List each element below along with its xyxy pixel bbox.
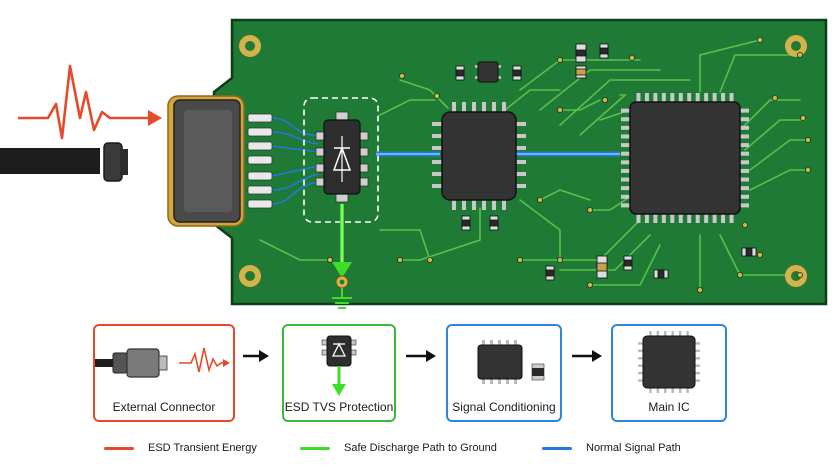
connector-icon xyxy=(95,347,230,378)
main-ic xyxy=(621,93,749,223)
stage-label: Signal Conditioning xyxy=(452,400,556,414)
legend-label: Safe Discharge Path to Ground xyxy=(344,442,497,454)
chip-icon xyxy=(477,340,545,384)
signal-traces-connector xyxy=(271,117,319,205)
stage-label: ESD TVS Protection xyxy=(284,400,394,414)
vias xyxy=(326,37,812,293)
board-connector xyxy=(167,95,273,227)
signal-conditioning-chip xyxy=(432,102,526,210)
legend-discharge-path: Safe Discharge Path to Ground xyxy=(300,441,497,455)
flow-arrow-icon xyxy=(572,350,602,362)
flow-arrow-icon xyxy=(243,350,269,362)
stage-esd-tvs-protection: ESD TVS Protection xyxy=(282,324,396,422)
tvs-diode xyxy=(315,111,369,203)
legend-esd-transient: ESD Transient Energy xyxy=(104,441,257,455)
small-ic xyxy=(475,61,501,83)
legend-swatch xyxy=(104,446,134,450)
legend-label: ESD Transient Energy xyxy=(148,442,257,454)
stage-label: Main IC xyxy=(648,400,690,414)
stage-main-ic: Main IC xyxy=(611,324,727,422)
legend-swatch xyxy=(300,446,330,450)
pcb-traces xyxy=(259,39,811,291)
pcb-illustration xyxy=(0,18,828,309)
ground-symbol xyxy=(332,288,352,309)
stage-label: External Connector xyxy=(112,400,216,414)
cable-strain-relief xyxy=(103,142,123,182)
legend-label: Normal Signal Path xyxy=(586,442,681,454)
stage-signal-conditioning: Signal Conditioning xyxy=(446,324,562,422)
flow-arrow-icon xyxy=(406,350,436,362)
legend-swatch xyxy=(542,446,572,450)
legend-signal-path: Normal Signal Path xyxy=(542,441,681,455)
stage-external-connector: External Connector xyxy=(93,324,235,422)
mounting-holes xyxy=(239,35,807,287)
tvs-highlight-box xyxy=(303,97,379,223)
esd-arrowhead xyxy=(148,110,162,126)
processor-icon xyxy=(638,331,700,393)
tvs-diode-icon xyxy=(321,335,357,396)
discharge-arrowhead xyxy=(332,262,352,278)
passive-components xyxy=(455,43,757,281)
esd-transient-energy xyxy=(18,64,150,140)
